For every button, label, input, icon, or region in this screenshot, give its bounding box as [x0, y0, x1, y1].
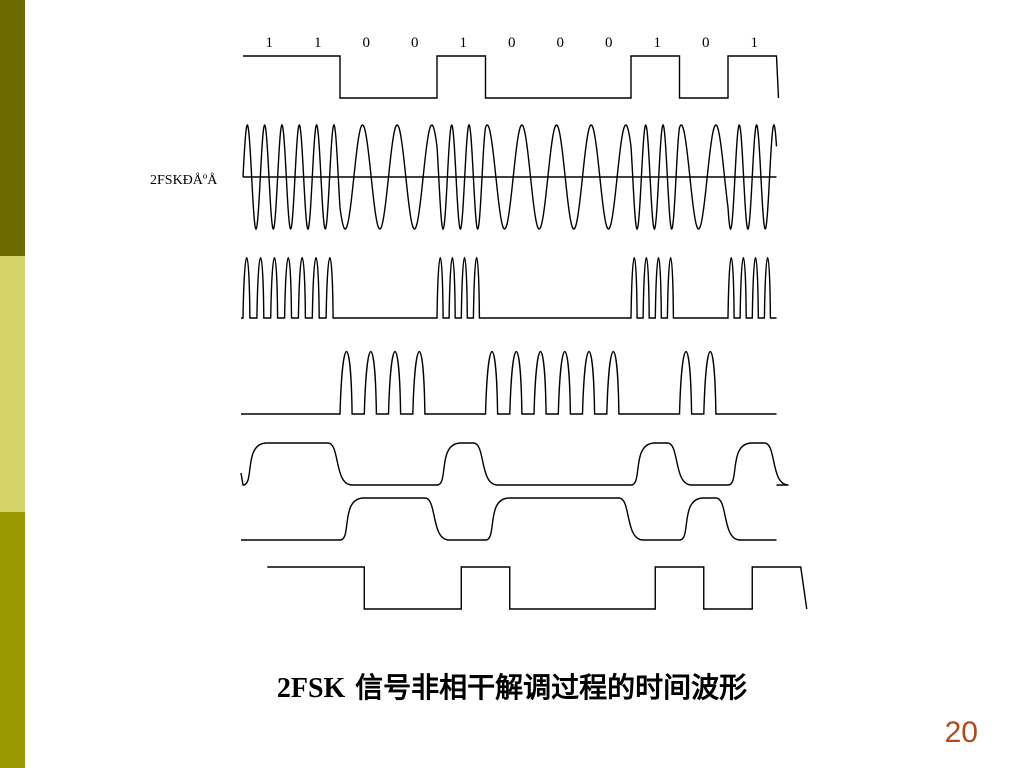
bit-label: 0: [411, 35, 419, 51]
bit-label: 0: [508, 35, 516, 51]
caption-latin: 2FSK: [276, 673, 346, 704]
signal-label: 2FSKÐÅºÅ: [150, 172, 218, 188]
bit-label: 1: [751, 35, 759, 51]
envelope-upper-waveform: [240, 442, 789, 486]
sidebar-decoration: [0, 0, 25, 768]
slide-caption: 2FSK 信号非相干解调过程的时间波形: [0, 666, 1024, 706]
page-number: 20: [944, 716, 978, 749]
waveform-diagram: 1 1 0 0 1 0 0 0 1 0 1 2FSKÐÅºÅ: [150, 35, 808, 610]
caption-cjk: 信号非相干解调过程的时间波形: [355, 671, 748, 704]
bit-label: 0: [605, 35, 613, 51]
fsk-signal-waveform: [242, 123, 778, 231]
sidebar-block-middle: [0, 256, 25, 512]
bandpass-lower-waveform: [241, 350, 777, 415]
bit-label: 0: [557, 35, 565, 51]
bit-label: 1: [460, 35, 468, 51]
decision-output-waveform: [267, 566, 808, 610]
baseband-waveform: [243, 55, 780, 99]
bit-label: 1: [654, 35, 662, 51]
envelope-lower-waveform: [241, 497, 777, 541]
bit-label: 1: [266, 35, 274, 51]
bit-labels: 1 1 0 0 1 0 0 0 1 0 1: [266, 35, 759, 51]
bit-label: 0: [702, 35, 710, 51]
sidebar-block-bottom: [0, 512, 25, 768]
bit-label: 0: [363, 35, 371, 51]
sidebar-block-top: [0, 0, 25, 256]
bit-label: 1: [314, 35, 322, 51]
bandpass-upper-waveform: [241, 257, 777, 319]
